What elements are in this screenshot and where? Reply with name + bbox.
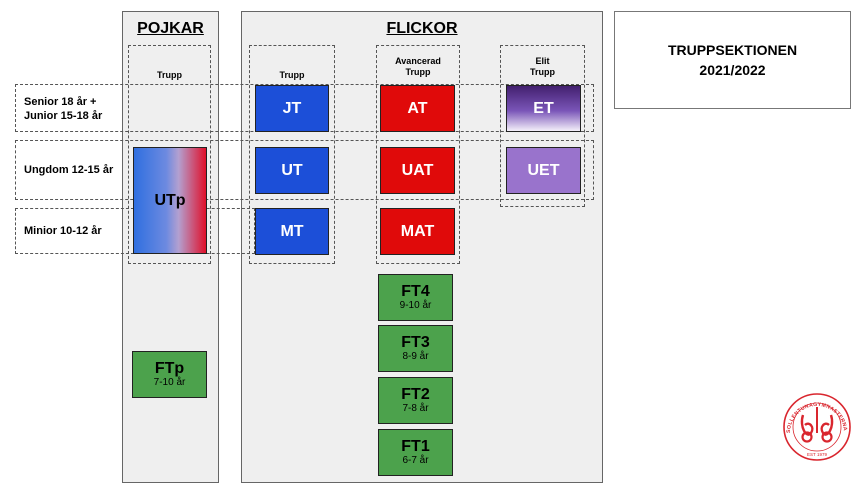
row-ungdom (15, 140, 594, 200)
ftp-box: FTp 7-10 år (132, 351, 207, 398)
mt-box: MT (255, 208, 329, 255)
season: 2021/2022 (699, 62, 766, 78)
avancerad-header-line2: Trupp (405, 67, 431, 77)
et-box: ET (506, 85, 581, 132)
flickor-trupp-header: Trupp (279, 70, 305, 80)
ft3-box: FT3 8-9 år (378, 325, 453, 372)
flickor-title: FLICKOR (386, 20, 458, 37)
row-label-senior-line2: Junior 15-18 år (24, 110, 103, 122)
at-box: AT (380, 85, 455, 132)
ft3-age: 8-9 år (402, 350, 429, 362)
row-label-minior: Minior 10-12 år (24, 225, 102, 237)
pojkar-trupp-header: Trupp (157, 70, 182, 80)
avancerad-header-line1: Avancerad (395, 56, 441, 66)
flickor-avancerad-column (376, 45, 460, 264)
uat-box: UAT (380, 147, 455, 194)
ft1-label: FT1 (401, 437, 430, 455)
elit-header-line1: Elit (535, 56, 550, 66)
ft2-label: FT2 (401, 385, 430, 403)
flickor-avancerad-header: Avancerad Trupp (376, 56, 460, 78)
pojkar-title: POJKAR (137, 20, 204, 37)
row-label-senior-line1: Senior 18 år + (24, 96, 97, 108)
ft1-box: FT1 6-7 år (378, 429, 453, 476)
section-title: TRUPPSEKTIONEN (667, 42, 798, 58)
ft4-age: 9-10 år (399, 299, 432, 311)
row-label-senior: Senior 18 år + Junior 15-18 år (24, 95, 102, 123)
ftp-label: FTp (154, 359, 185, 377)
mat-box: MAT (380, 208, 455, 255)
sollentuna-logo-icon: SOLLENTUNAGYMNASTERNA EST 1979 (783, 393, 851, 461)
flickor-elit-header: Elit Trupp (500, 56, 585, 78)
club-logo: SOLLENTUNAGYMNASTERNA EST 1979 (781, 385, 853, 465)
ft1-age: 6-7 år (402, 454, 429, 466)
flickor-elit-column (500, 45, 585, 207)
uet-box: UET (506, 147, 581, 194)
elit-header-line2: Trupp (530, 67, 555, 77)
pojkar-trupp-column (128, 45, 211, 264)
section-title-box: TRUPPSEKTIONEN 2021/2022 (614, 11, 851, 109)
ft2-box: FT2 7-8 år (378, 377, 453, 424)
jt-box: JT (255, 85, 329, 132)
ft3-label: FT3 (401, 333, 430, 351)
ft4-label: FT4 (401, 282, 430, 300)
ft2-age: 7-8 år (402, 402, 429, 414)
row-label-ungdom: Ungdom 12-15 år (24, 164, 114, 176)
flickor-trupp-column (249, 45, 335, 264)
utp-box: UTp (133, 147, 207, 254)
ftp-age: 7-10 år (153, 376, 186, 388)
ut-box: UT (255, 147, 329, 194)
logo-est-text: EST 1979 (807, 452, 827, 457)
ft4-box: FT4 9-10 år (378, 274, 453, 321)
